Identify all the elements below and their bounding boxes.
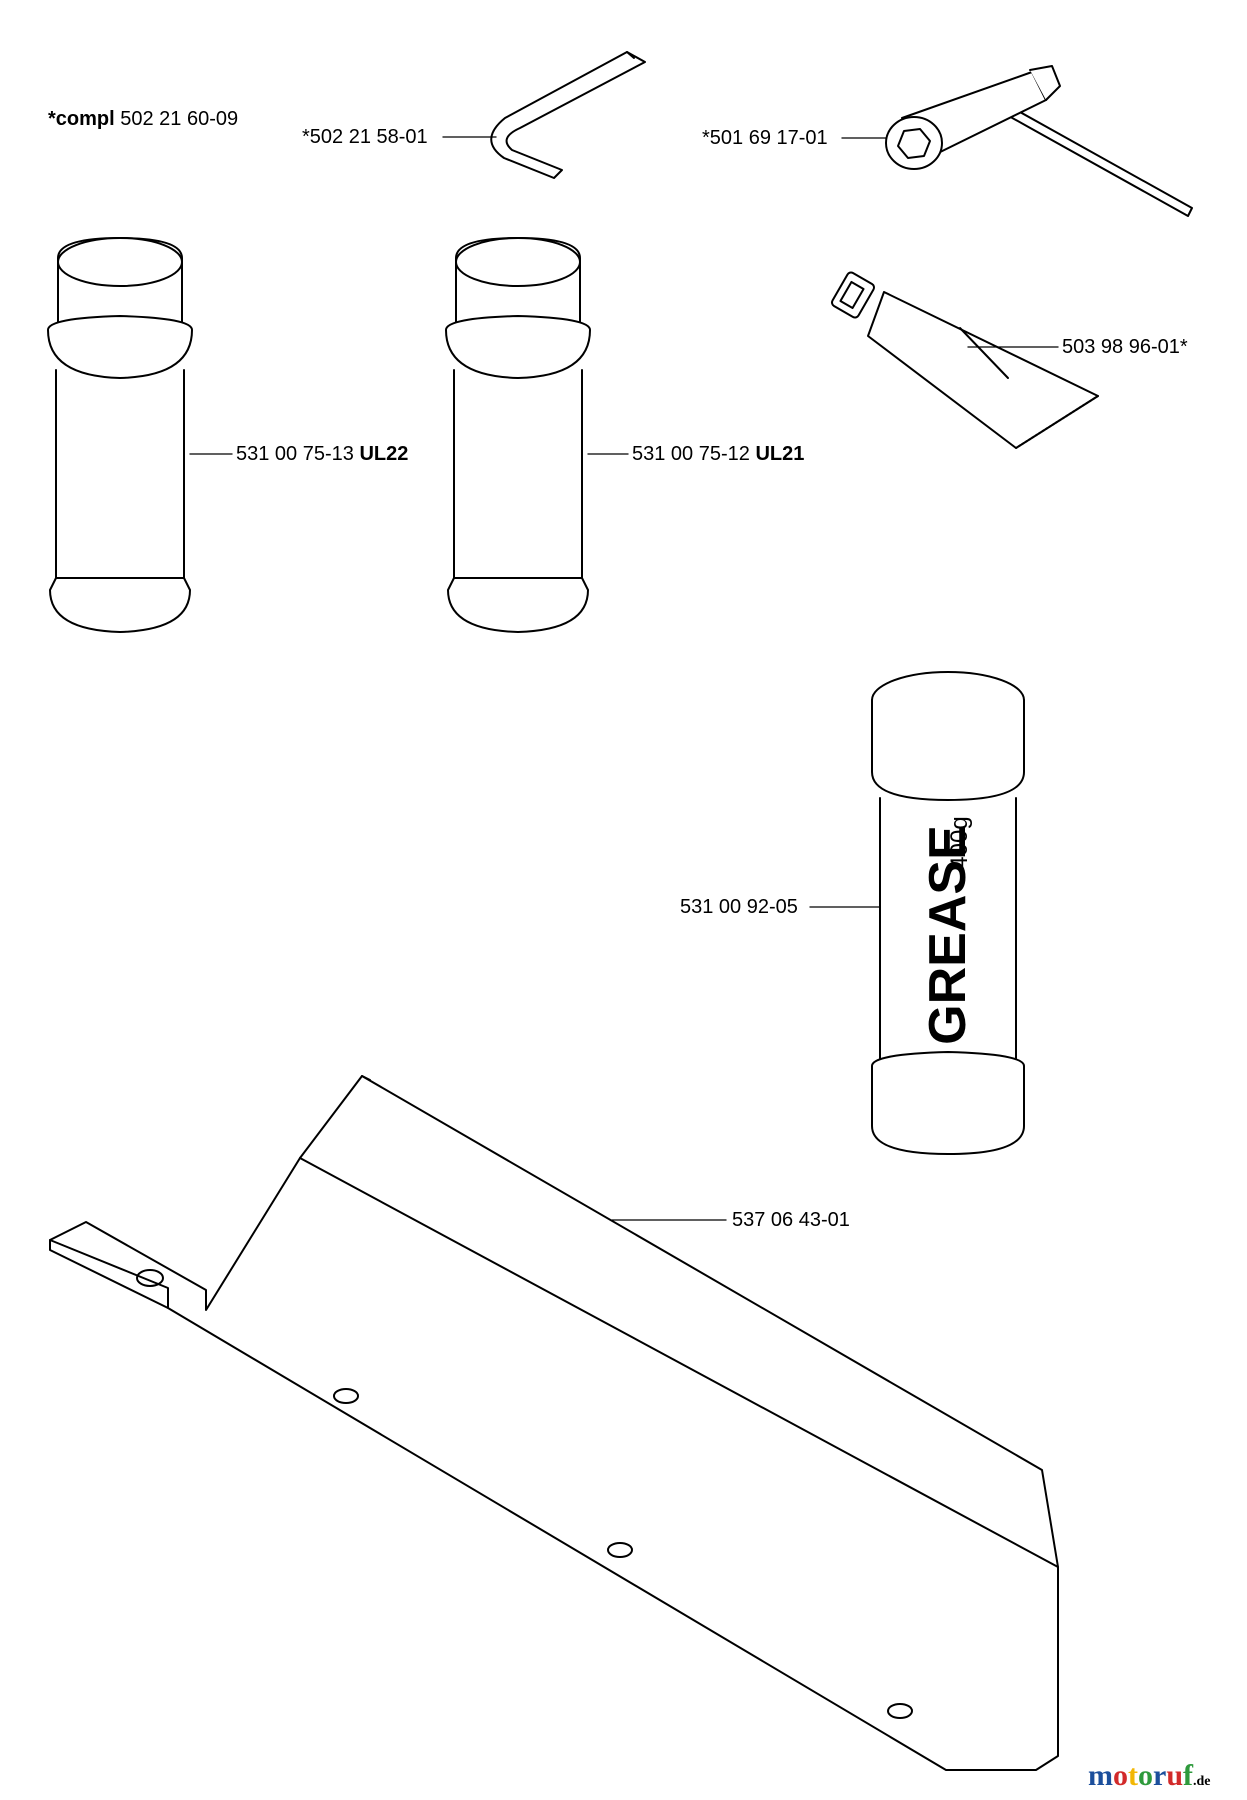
watermark-logo: motoruf.de <box>1088 1759 1211 1793</box>
grease-tube-icon <box>830 271 1099 449</box>
leader-lines <box>189 136 1059 1221</box>
watermark-brand: motoruf <box>1088 1759 1193 1792</box>
watermark-letter: o <box>1138 1759 1153 1792</box>
combination-spanner-label: *501 69 17-01 <box>702 127 828 149</box>
cartridge-weight-text: 400g <box>946 816 973 870</box>
guard-plate-label: 537 06 43-01 <box>732 1209 850 1231</box>
combination-spanner-icon <box>885 65 1193 217</box>
spray-can-2-icon <box>445 237 591 633</box>
kit-number: 502 21 60-09 <box>120 108 239 130</box>
watermark-letter: r <box>1153 1759 1167 1792</box>
watermark-letter: o <box>1113 1759 1128 1792</box>
spray-can-1-icon <box>47 237 193 633</box>
spray-can-2-code: UL21 <box>755 443 805 465</box>
grease-cartridge-label: 531 00 92-05 <box>680 896 798 918</box>
guard-plate-icon <box>49 1075 1059 1771</box>
watermark-letter: u <box>1166 1759 1184 1792</box>
spray-can-1-number: 531 00 75-13 <box>236 443 354 465</box>
grease-cartridge-icon <box>871 671 1025 1155</box>
watermark-letter: t <box>1128 1759 1138 1792</box>
spray-can-1-code: UL22 <box>359 443 409 465</box>
spray-can-2-label: 531 00 75-12 UL21 <box>632 443 804 465</box>
watermark-letter: m <box>1088 1759 1113 1792</box>
spray-can-1-label: 531 00 75-13 UL22 <box>236 443 408 465</box>
grease-tube-label: 503 98 96-01* <box>1062 336 1188 358</box>
spray-can-2-number: 531 00 75-12 <box>632 443 750 465</box>
watermark-tld: .de <box>1193 1774 1211 1789</box>
kit-prefix: *compl <box>48 108 115 130</box>
watermark-letter: f <box>1183 1759 1194 1792</box>
kit-label: *compl 502 21 60-09 <box>48 108 238 130</box>
allen-key-icon <box>490 51 646 179</box>
allen-key-label: *502 21 58-01 <box>302 126 428 148</box>
